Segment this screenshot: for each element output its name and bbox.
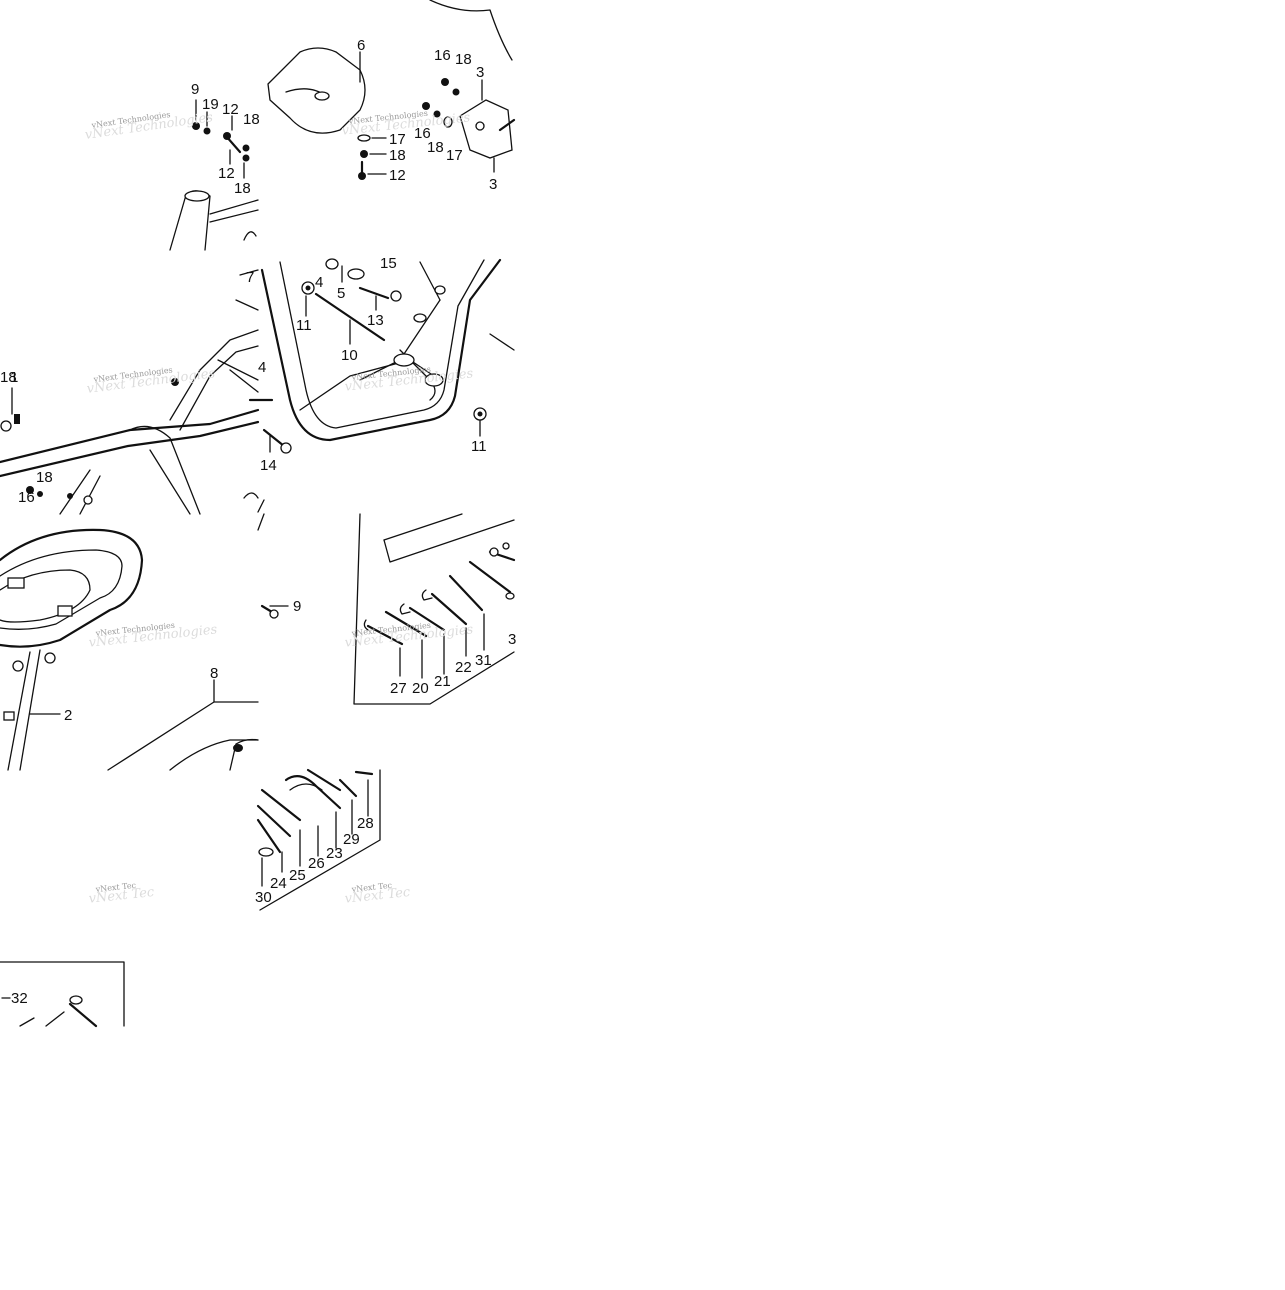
collar-part-5 xyxy=(347,268,365,280)
callout-27: 27 xyxy=(390,680,407,697)
tile-bottom-center: 30 24 25 26 23 29 28 vNext Tec vNext Tec xyxy=(255,768,412,911)
callout-6: 6 xyxy=(357,37,365,54)
callout-12: 12 xyxy=(389,167,406,184)
callout-17: 17 xyxy=(389,131,406,148)
rear-carrier-part-2 xyxy=(0,528,144,648)
callout-7: 7 xyxy=(246,269,254,286)
bracket-part-3 xyxy=(459,99,513,159)
callout-16: 16 xyxy=(434,47,451,64)
callout-18: 18 xyxy=(36,469,53,486)
callout-3: 3 xyxy=(489,176,497,193)
frame-cradle xyxy=(260,258,502,442)
tile-bottom-left: vNext Tec vNext Tec xyxy=(88,881,156,907)
tool-kit-box xyxy=(353,513,515,705)
bolt-part-14 xyxy=(262,428,286,448)
callout-16: 16 xyxy=(414,125,431,142)
callout-26: 26 xyxy=(308,855,325,872)
callout-1: 1 xyxy=(10,369,18,386)
bolt-part-10 xyxy=(314,292,386,342)
nut-part-9 xyxy=(192,122,200,130)
callout-11: 11 xyxy=(471,438,487,455)
pliers-part xyxy=(284,775,342,810)
callout-18: 18 xyxy=(234,180,251,197)
callout-18: 18 xyxy=(427,139,444,156)
tile-middle-left: 18 1 18 16 7 4 vNext Technologies vNext … xyxy=(0,269,274,515)
callout-4: 4 xyxy=(258,359,266,376)
spark-plug-part xyxy=(258,847,274,857)
svg-text:vNext Tec: vNext Tec xyxy=(344,885,412,907)
watermark: vNext Technologies vNext Technologies xyxy=(88,621,218,651)
callout-8: 8 xyxy=(210,665,218,682)
callout-18: 18 xyxy=(455,51,472,68)
svg-text:vNext Tec: vNext Tec xyxy=(350,881,393,894)
callout-15: 15 xyxy=(380,255,397,272)
svg-text:vNext Tec: vNext Tec xyxy=(94,881,137,894)
callout-25: 25 xyxy=(289,867,306,884)
tool-bag-part xyxy=(383,519,515,563)
callout-20: 20 xyxy=(412,680,429,697)
callout-11: 11 xyxy=(296,317,312,334)
watermark: vNext Tec vNext Tec xyxy=(344,881,412,907)
tile-bottom-strip: 32 xyxy=(0,961,125,1028)
svg-text:vNext Tec: vNext Tec xyxy=(88,885,156,907)
callout-17: 17 xyxy=(446,147,463,164)
callout-21: 21 xyxy=(434,673,451,690)
callout-32: 32 xyxy=(11,990,28,1007)
callout-16: 16 xyxy=(18,489,35,506)
callout-29: 29 xyxy=(343,831,360,848)
callout-10: 10 xyxy=(341,347,358,364)
callout-2: 2 xyxy=(64,707,72,724)
watermark: vNext Technologies vNext Technologies xyxy=(84,110,214,143)
watermark: vNext Technologies vNext Technologies xyxy=(86,365,216,397)
washer-part-19 xyxy=(203,127,211,135)
callout-12: 12 xyxy=(222,101,239,118)
wrench-set xyxy=(363,542,516,646)
callout-24: 24 xyxy=(270,875,287,892)
watermark: vNext Tec vNext Tec xyxy=(88,881,156,907)
callout-22: 22 xyxy=(455,659,472,676)
callout-4: 4 xyxy=(315,274,323,291)
callout-19: 19 xyxy=(202,96,219,113)
callout-30: 30 xyxy=(255,889,272,906)
callout-13: 13 xyxy=(367,312,384,329)
callout-18: 18 xyxy=(389,147,406,164)
callout-23: 23 xyxy=(326,845,343,862)
callout-5: 5 xyxy=(337,285,345,302)
callout-9: 9 xyxy=(293,598,301,615)
tile-top-center: 6 16 18 3 16 18 17 17 18 12 3 vNext Tech… xyxy=(267,0,516,193)
callout-12: 12 xyxy=(218,165,235,182)
callout-9: 9 xyxy=(191,81,199,98)
callout-28: 28 xyxy=(357,815,374,832)
tool-kit-box xyxy=(259,769,381,911)
watermark: vNext Technologies vNext Technologies xyxy=(344,621,474,651)
tool-tube-part xyxy=(68,1002,98,1028)
tile-middle-center: 4 5 15 11 13 10 14 11 vNext Technologies… xyxy=(243,255,515,513)
frame-backbone xyxy=(0,408,260,464)
callout-31: 31 xyxy=(475,652,492,669)
bolt-part-9 xyxy=(260,604,274,614)
callout-18: 18 xyxy=(243,111,260,128)
tile-top-left: 9 19 12 18 12 18 vNext Technologies vNex… xyxy=(84,81,260,251)
callout-3: 3 xyxy=(476,64,484,81)
callout-14: 14 xyxy=(260,457,277,474)
tool-kit-box xyxy=(0,961,125,1027)
callout-18: 18 xyxy=(0,369,17,386)
bolt-part-13 xyxy=(358,286,390,300)
tile-lower-center: 9 27 20 21 22 xyxy=(229,513,516,771)
callout-3: 3 xyxy=(508,631,516,648)
tile-lower-left: 2 8 vNext Technologies vNext Technologie… xyxy=(0,528,259,771)
frame-tube-right xyxy=(429,0,513,61)
